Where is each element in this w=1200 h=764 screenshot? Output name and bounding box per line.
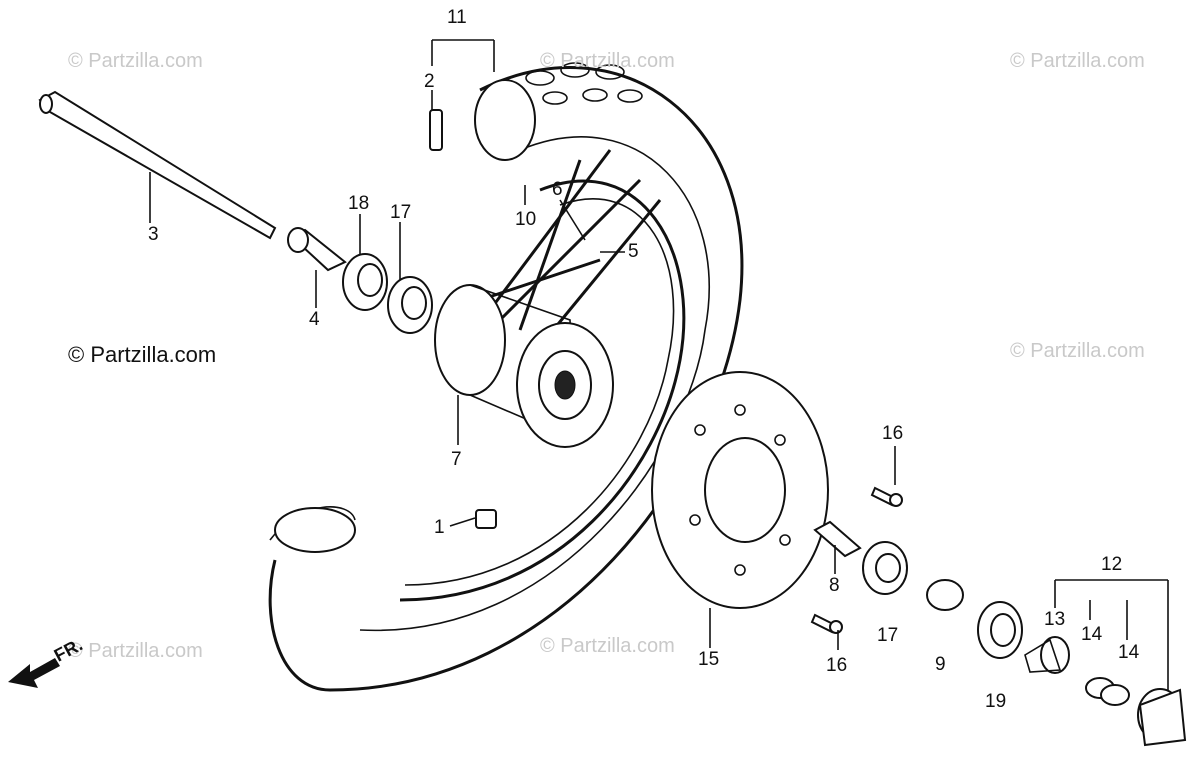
collar-4 xyxy=(287,227,347,272)
balance-weight xyxy=(475,509,497,529)
callout-3: 3 xyxy=(148,224,159,245)
callout-17-right: 17 xyxy=(877,625,899,646)
callout-1: 1 xyxy=(434,517,445,538)
callout-5: 5 xyxy=(628,241,639,262)
disc-bolts xyxy=(810,486,903,634)
leader-lines xyxy=(149,39,1169,690)
callout-11: 11 xyxy=(447,7,467,28)
axle xyxy=(38,90,277,240)
brake-disc xyxy=(651,371,829,609)
callout-16-top: 16 xyxy=(882,423,904,444)
callout-12: 12 xyxy=(1101,554,1123,575)
watermark: © Partzilla.com xyxy=(540,635,675,657)
retainer-9 xyxy=(926,579,964,611)
spokes xyxy=(479,149,662,341)
washers-14 xyxy=(1085,677,1130,706)
watermark: © Partzilla.com xyxy=(68,50,203,72)
rim xyxy=(399,179,686,602)
tread-pattern xyxy=(525,62,643,105)
valve-stem xyxy=(429,109,443,151)
bearing-17-right xyxy=(862,541,908,595)
front-arrow-icon xyxy=(8,658,60,688)
watermark: © Partzilla.com xyxy=(68,342,217,367)
callout-2: 2 xyxy=(424,71,435,92)
callout-17-left: 17 xyxy=(390,202,412,223)
watermark: © Partzilla.com xyxy=(1010,50,1145,72)
callout-18: 18 xyxy=(348,193,370,214)
collar-8 xyxy=(813,520,862,558)
watermark: © Partzilla.com xyxy=(540,50,675,72)
bearing-18 xyxy=(342,253,388,311)
speedometer-gear-13 xyxy=(1024,636,1070,674)
callout-19: 19 xyxy=(985,691,1007,712)
gearbox-12 xyxy=(1137,688,1187,747)
callout-7: 7 xyxy=(451,449,462,470)
callout-6: 6 xyxy=(552,179,563,200)
callout-16-bottom: 16 xyxy=(826,655,848,676)
oil-seal-19 xyxy=(977,601,1023,659)
callout-13: 13 xyxy=(1044,609,1066,630)
callout-4: 4 xyxy=(309,309,320,330)
watermark: © Partzilla.com xyxy=(1010,340,1145,362)
callout-14-right: 14 xyxy=(1118,642,1140,663)
watermark: © Partzilla.com xyxy=(68,640,203,662)
bearing-17-left xyxy=(387,276,433,334)
callout-10: 10 xyxy=(515,209,537,230)
callout-9: 9 xyxy=(935,654,946,675)
callout-14-left: 14 xyxy=(1081,624,1103,645)
callout-8: 8 xyxy=(829,575,840,596)
callout-15: 15 xyxy=(698,649,720,670)
hub xyxy=(434,284,614,448)
tire xyxy=(268,66,744,692)
